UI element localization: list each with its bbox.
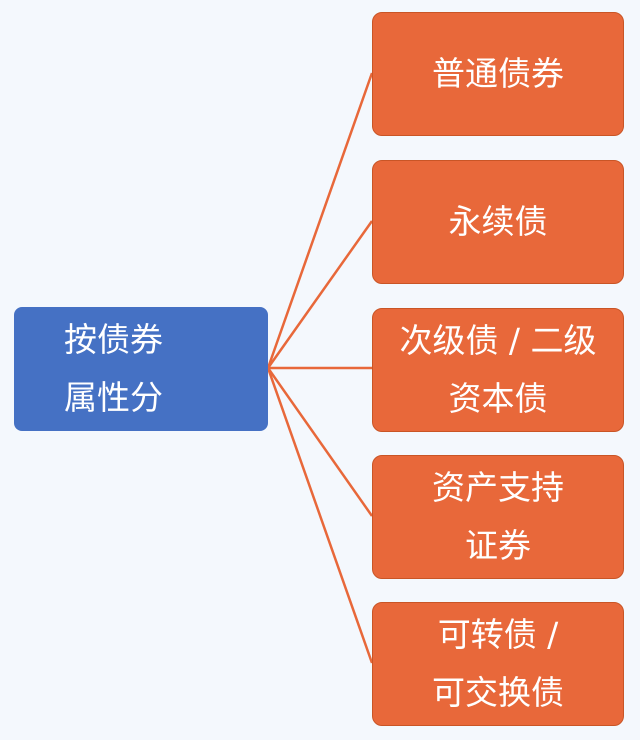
child-1-label-line-1: 普通债券 (432, 54, 564, 93)
root-label-line-1: 按债券 (64, 320, 163, 359)
root-label-line-2: 属性分 (64, 378, 163, 417)
connector-line-4 (266, 367, 374, 517)
child-4-label-line-2: 证券 (465, 526, 531, 565)
child-3-label-line-1: 次级债 / 二级 (399, 321, 597, 360)
connector-line-1 (266, 72, 374, 369)
child-3-label-line-2: 资本债 (448, 379, 548, 418)
child-5-label-line-2: 可交换债 (432, 673, 564, 712)
connector-line-2 (266, 220, 374, 369)
child-node-convertible-bond: 可转债 / 可交换债 (372, 602, 624, 726)
child-node-asset-backed-security: 资产支持 证券 (372, 455, 624, 579)
child-node-perpetual-bond: 永续债 (372, 160, 624, 284)
connector-line-5 (266, 367, 374, 664)
child-4-label-line-1: 资产支持 (432, 468, 564, 507)
child-node-subordinated-bond: 次级债 / 二级 资本债 (372, 308, 624, 432)
child-5-label-line-1: 可转债 / (437, 615, 559, 654)
child-node-ordinary-bond: 普通债券 (372, 12, 624, 136)
root-node: 按债券 属性分 (14, 307, 268, 431)
child-2-label-line-1: 永续债 (448, 202, 548, 241)
